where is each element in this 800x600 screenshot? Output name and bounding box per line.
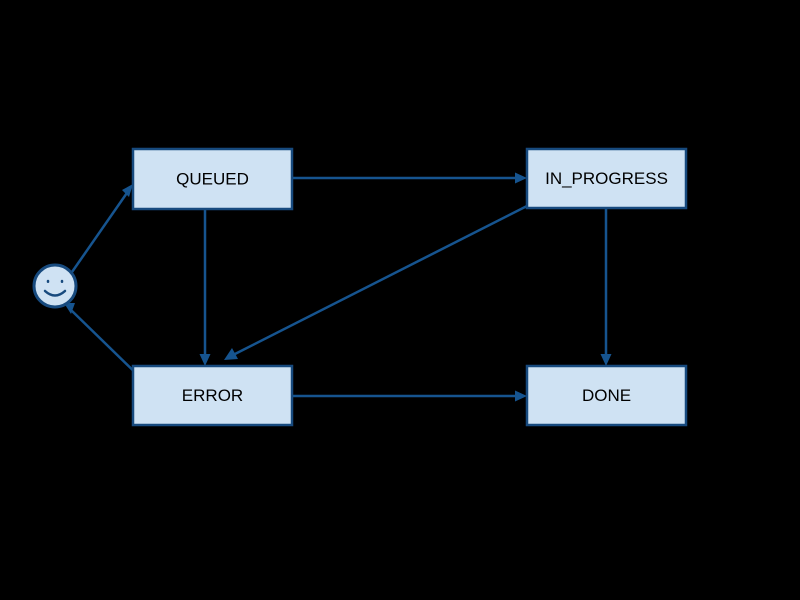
- node-in-progress[interactable]: IN_PROGRESS: [525, 147, 688, 210]
- edge-in-progress-to-error-line: [232, 204, 528, 357]
- node-error-label: ERROR: [182, 386, 243, 405]
- node-queued-label: QUEUED: [176, 169, 249, 188]
- edge-start-to-queued-line: [70, 189, 131, 273]
- node-error-box: [131, 364, 294, 427]
- edge-queued-to-error-arrowhead: [199, 354, 211, 366]
- node-in-progress-box: [525, 147, 688, 210]
- edge-error-to-done-arrowhead: [515, 390, 527, 402]
- node-done-label: DONE: [582, 386, 631, 405]
- edge-in-progress-to-error[interactable]: [224, 204, 528, 360]
- smiley-face-icon: [32, 263, 78, 309]
- edge-in-progress-to-done[interactable]: [600, 208, 612, 366]
- smiley-mouth-icon: [43, 289, 67, 297]
- node-done[interactable]: DONE: [525, 364, 688, 427]
- edge-start-to-queued[interactable]: [70, 184, 133, 273]
- node-error[interactable]: ERROR: [131, 364, 294, 427]
- node-in-progress-label: IN_PROGRESS: [545, 169, 668, 188]
- node-queued[interactable]: QUEUED: [131, 147, 294, 211]
- edge-error-to-done[interactable]: [292, 390, 527, 402]
- edge-queued-to-in-progress[interactable]: [292, 172, 527, 184]
- edge-start-to-queued-arrowhead: [122, 184, 133, 197]
- node-done-box: [525, 364, 688, 427]
- node-queued-box: [131, 147, 294, 211]
- edge-error-to-start-arrowhead: [64, 303, 75, 314]
- edge-in-progress-to-done-arrowhead: [600, 354, 612, 366]
- edge-queued-to-in-progress-arrowhead: [515, 172, 527, 184]
- edge-in-progress-to-error-arrowhead: [224, 348, 238, 360]
- start-state-node[interactable]: [32, 263, 78, 309]
- edge-queued-to-error[interactable]: [199, 209, 211, 366]
